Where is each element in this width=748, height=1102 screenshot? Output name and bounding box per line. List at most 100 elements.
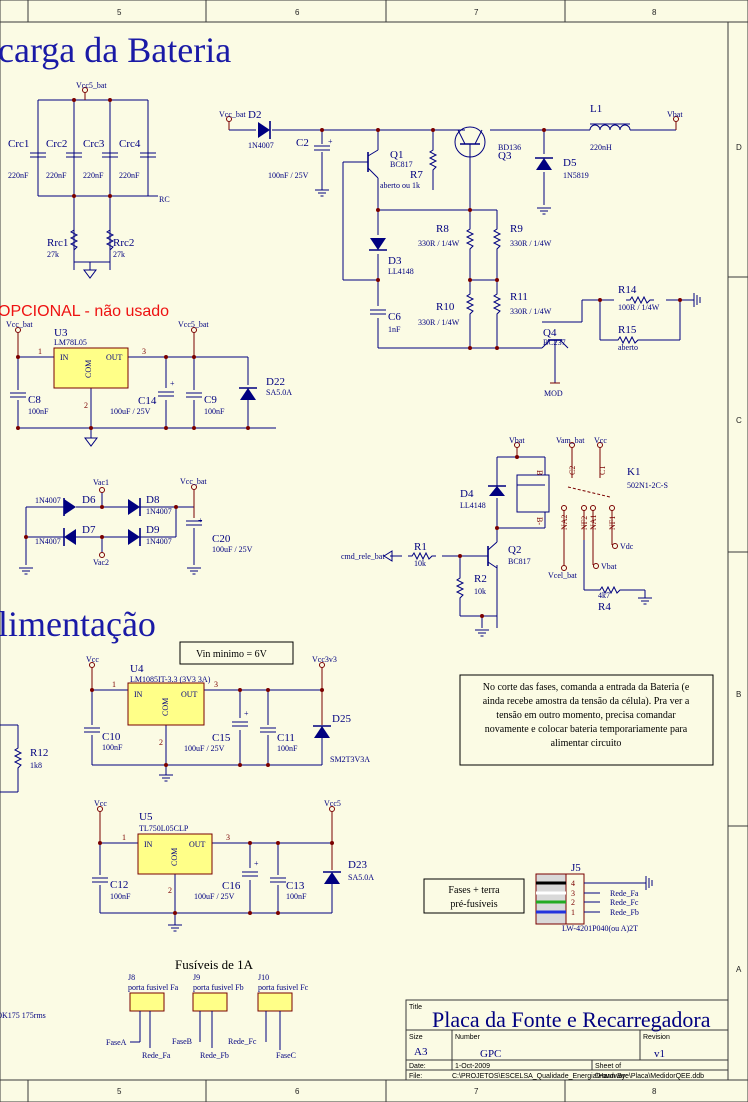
net-port-vcel-bat xyxy=(561,565,567,571)
svg-text:B: B xyxy=(535,470,544,475)
net-label-vcc-bat: Vcc_bat xyxy=(219,110,246,119)
val-d3: LL4148 xyxy=(388,267,414,276)
fuse-j9 xyxy=(192,992,228,1048)
net-label-vcc-bat-u3: Vcc_bat xyxy=(6,320,33,329)
net-label-rede-fa-fuse: Rede_Fa xyxy=(142,1051,171,1060)
net-label-vdc: Vdc xyxy=(620,542,634,551)
val-j8: porta fusivel Fa xyxy=(128,983,179,992)
net-label-vcel-bat: Vcel_bat xyxy=(548,571,578,580)
diode-d9-symbol xyxy=(128,529,140,545)
ref-r14: R14 xyxy=(618,284,637,296)
title-block-sheet-label: Sheet of xyxy=(595,1063,621,1070)
fases-terra-note: Fases + terra xyxy=(448,885,500,896)
val-c10: 100nF xyxy=(102,743,123,752)
svg-text:2: 2 xyxy=(159,738,163,747)
net-label-rede-fb: Rede_Fb xyxy=(610,908,639,917)
svg-text:1: 1 xyxy=(38,347,42,356)
title-block-number-label: Number xyxy=(455,1034,481,1041)
val-r2: 10k xyxy=(474,587,486,596)
val-d5: 1N5819 xyxy=(563,171,589,180)
ref-d23: D23 xyxy=(348,859,367,871)
title-block-date: 1-Oct-2009 xyxy=(455,1063,490,1070)
ref-rrc1: Rrc1 xyxy=(47,237,68,249)
svg-text:1: 1 xyxy=(122,833,126,842)
val-c14: 100uF / 25V xyxy=(110,407,151,416)
val-r1: 10k xyxy=(414,559,426,568)
val-c6: 1nF xyxy=(388,325,401,334)
val-crc1: 220nF xyxy=(8,171,29,180)
net-label-fasea: FaseA xyxy=(106,1038,127,1047)
u4-pin-in: IN xyxy=(134,690,143,699)
ref-r11: R11 xyxy=(510,291,528,303)
phase-cut-note-line: novamente e colocar bateria temporariame… xyxy=(485,724,688,735)
k1-pin-na1: NA1 xyxy=(589,514,598,530)
ref-d22: D22 xyxy=(266,376,285,388)
val-r15: aberto xyxy=(618,343,638,352)
net-label-rc: RC xyxy=(159,195,170,204)
u3-pin-out: OUT xyxy=(106,353,123,362)
ref-q4: Q4 xyxy=(543,327,557,339)
val-c12: 100nF xyxy=(110,892,131,901)
ref-q1: Q1 xyxy=(390,149,403,161)
val-d22: SA5.0A xyxy=(266,388,292,397)
val-l1: 220nH xyxy=(590,143,612,152)
svg-text:3: 3 xyxy=(142,347,146,356)
phase-cut-note-box xyxy=(459,674,714,766)
net-label-vcc-relay: Vcc xyxy=(594,436,607,445)
frame-col-label: 6 xyxy=(295,1087,300,1096)
ref-j10: J10 xyxy=(258,973,269,982)
val-u3: LM78L05 xyxy=(54,338,87,347)
val-r4: 4k7 xyxy=(598,591,610,600)
diode-d23-symbol xyxy=(324,872,340,884)
ref-q3: Q3 xyxy=(498,150,512,162)
transistor-q2-symbol xyxy=(487,541,498,569)
svg-text:+: + xyxy=(254,859,259,868)
j5-pin: 4 xyxy=(571,879,575,888)
ref-u5: U5 xyxy=(139,811,153,823)
net-port-vcc5-bat xyxy=(191,327,197,333)
ref-c16: C16 xyxy=(222,880,241,892)
val-r12: 1k8 xyxy=(30,761,42,770)
k1-pin-nf1: NF1 xyxy=(608,516,617,530)
net-port-vdc xyxy=(612,543,618,549)
net-port-vcc-bat xyxy=(15,327,21,333)
svg-text:+: + xyxy=(198,516,203,525)
varistor-note: 0K175 175rms xyxy=(0,1011,46,1020)
phase-cut-note-line: alimentar circuito xyxy=(551,738,622,749)
title-block-revision: v1 xyxy=(654,1048,665,1060)
ref-c12: C12 xyxy=(110,879,128,891)
net-label-vam-bat: Vam_bat xyxy=(556,436,585,445)
u3-pin-com: COM xyxy=(84,360,93,378)
ref-d3: D3 xyxy=(388,255,402,267)
val-d25: SM2T3V3A xyxy=(330,755,370,764)
val-r10: 330R / 1/4W xyxy=(418,318,460,327)
net-label-vcc-u5: Vcc xyxy=(94,799,107,808)
val-rrc2: 27k xyxy=(113,250,125,259)
ref-crc3: Crc3 xyxy=(83,138,105,150)
val-r8: 330R / 1/4W xyxy=(418,239,460,248)
title-block-file: C:\PROJETOS\ESCELSA_Qualidade_Energia\Ha… xyxy=(452,1073,704,1080)
val-j9: porta fusivel Fb xyxy=(193,983,244,992)
j5-wiring xyxy=(584,876,653,913)
net-port-vam-bat xyxy=(569,442,575,448)
val-k1: 502N1-2C-S xyxy=(627,481,668,490)
diode-d6-symbol xyxy=(64,499,76,515)
val-d7: 1N4007 xyxy=(35,537,61,546)
ref-r2: R2 xyxy=(474,573,487,585)
ref-c6: C6 xyxy=(388,311,401,323)
vin-min-note: Vin minimo = 6V xyxy=(196,649,268,660)
val-q4: BC237 xyxy=(543,338,566,347)
k1-pin-nf2: NF2 xyxy=(580,516,589,530)
val-j5: LW-4201P040(ou A)2T xyxy=(562,924,638,933)
ref-r10: R10 xyxy=(436,301,455,313)
title-block-number: GPC xyxy=(480,1048,501,1060)
u5-pin-in: IN xyxy=(144,840,153,849)
diode-d25-symbol xyxy=(314,726,330,738)
net-port-vcc5-bat xyxy=(82,87,88,93)
ref-c10: C10 xyxy=(102,731,121,743)
diode-d3-symbol xyxy=(370,238,386,250)
svg-text:+: + xyxy=(170,379,175,388)
net-label-rede-fa: Rede_Fa xyxy=(610,889,639,898)
ref-r8: R8 xyxy=(436,223,449,235)
